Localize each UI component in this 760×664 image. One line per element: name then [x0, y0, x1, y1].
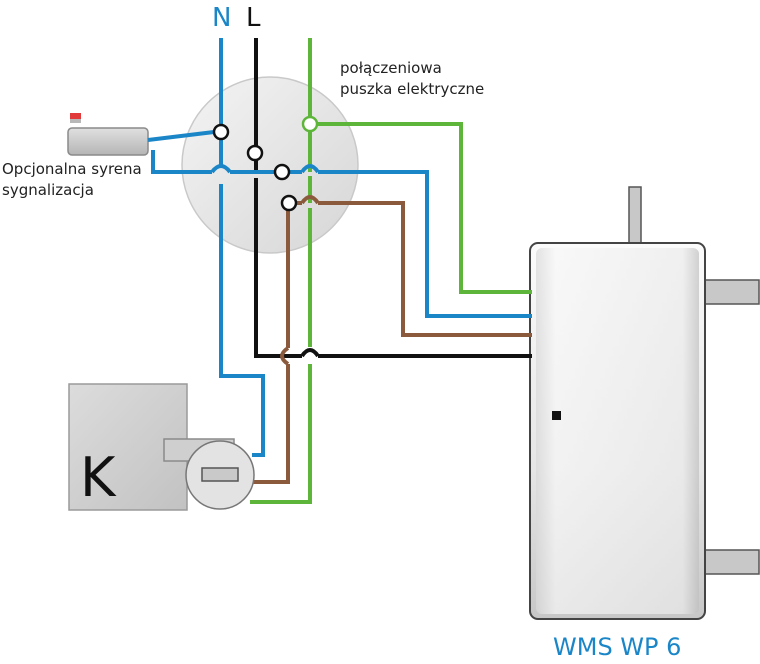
siren-label-1: Opcjonalna syrena — [2, 160, 142, 178]
junction-box-label-2: puszka elektryczne — [340, 80, 484, 98]
neutral-wire-siren-top — [147, 130, 215, 142]
neutral-wire-vertical — [219, 38, 265, 457]
bridge-live-over-earth — [300, 348, 320, 358]
switched-wire-down — [250, 210, 290, 484]
live-wire — [254, 38, 532, 358]
terminal-earth — [301, 115, 319, 133]
siren-label-2: sygnalizacja — [2, 181, 94, 199]
terminal-live — [246, 144, 264, 162]
junction-box-icon — [181, 76, 359, 254]
terminal-switched — [280, 194, 298, 212]
junction-box-label-1: połączeniowa — [340, 59, 442, 77]
siren-icon — [67, 113, 149, 156]
tank-icon — [529, 186, 760, 620]
live-label: L — [246, 3, 261, 33]
bridge-neutral-over-earth — [300, 164, 320, 174]
neutral-label: N — [212, 3, 231, 33]
neutral-wire-bus — [151, 150, 532, 318]
terminal-neutral — [212, 123, 230, 141]
terminal-bus — [273, 163, 291, 181]
earth-wire-vertical — [250, 38, 312, 504]
k-device-label: K — [80, 446, 117, 509]
bridge-brown-over-live — [280, 346, 290, 366]
bridge-neutral-over-n — [210, 164, 232, 174]
bridge-brown-over-earth — [300, 195, 320, 205]
valve-icon — [185, 440, 255, 510]
product-name: WMS WP 6 — [553, 633, 681, 661]
earth-wire-to-tank — [317, 122, 532, 294]
